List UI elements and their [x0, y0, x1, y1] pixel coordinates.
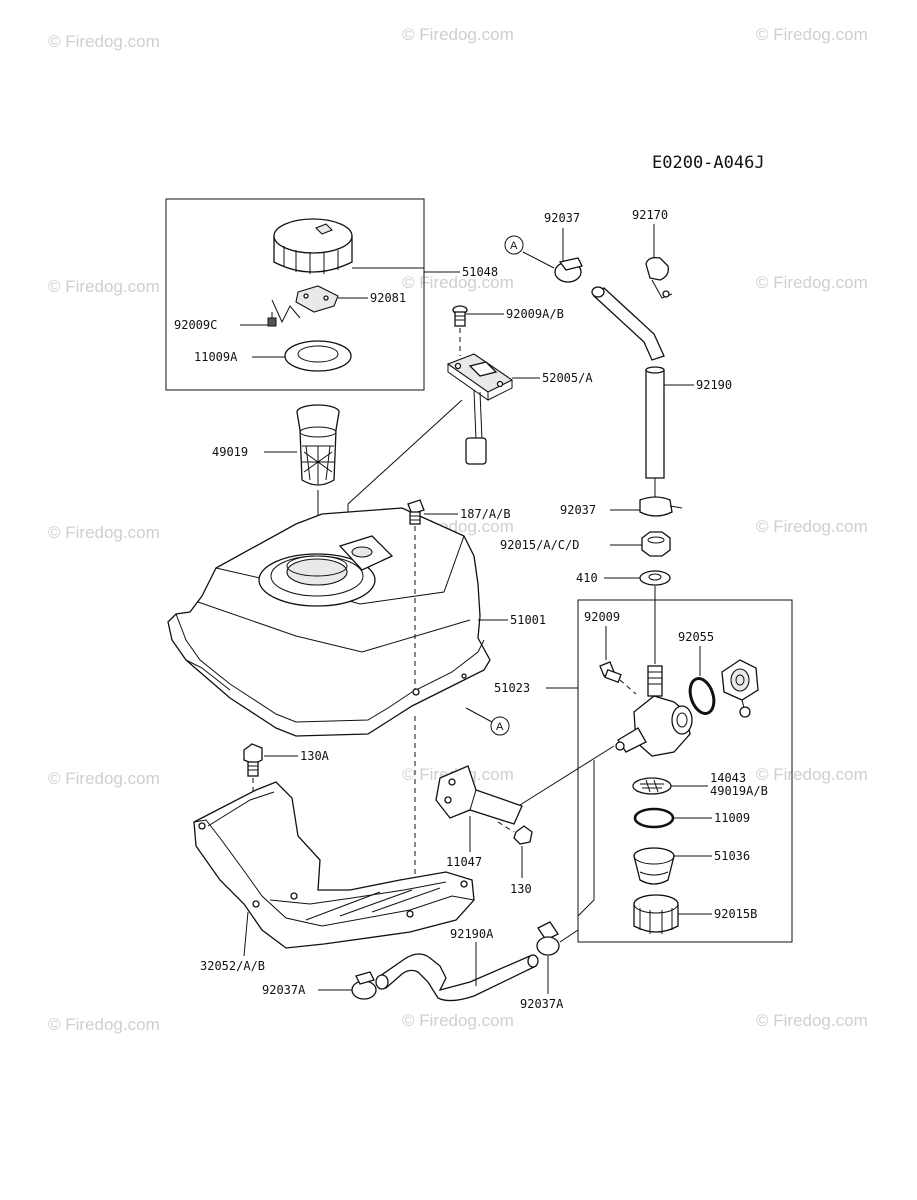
- o-ring-92055[interactable]: [686, 675, 718, 716]
- clamp-92037-mid[interactable]: [639, 496, 683, 517]
- gasket-plate-92081[interactable]: [271, 285, 339, 324]
- label-11009A: 11009A: [194, 350, 238, 364]
- watermark: © Firedog.com: [756, 25, 868, 44]
- gasket-11009A[interactable]: [284, 340, 352, 372]
- callout-marker: A: [496, 721, 504, 733]
- label-92170: 92170: [632, 208, 668, 222]
- washer-410[interactable]: [639, 570, 671, 586]
- bolt-187AB[interactable]: [407, 499, 425, 525]
- bracket-11047[interactable]: [435, 765, 523, 825]
- watermark: © Firedog.com: [402, 1011, 514, 1030]
- nut-130[interactable]: [513, 825, 533, 845]
- clamp-92170[interactable]: [645, 256, 673, 299]
- watermark: © Firedog.com: [48, 1015, 160, 1034]
- bolt-130A[interactable]: [243, 743, 263, 777]
- label-92009C: 92009C: [174, 318, 217, 332]
- label-92190A: 92190A: [450, 927, 494, 941]
- watermark: © Firedog.com: [756, 517, 868, 536]
- watermark: © Firedog.com: [48, 32, 160, 51]
- label-130A: 130A: [300, 749, 330, 763]
- label-92015B: 92015B: [714, 907, 757, 921]
- clamp-92037-top[interactable]: [554, 257, 583, 283]
- label-11047: 11047: [446, 855, 482, 869]
- label-410: 410: [576, 571, 598, 585]
- watermark: © Firedog.com: [48, 277, 160, 296]
- screw-92009C[interactable]: [267, 312, 277, 327]
- nut-92015ACD[interactable]: [641, 531, 671, 557]
- watermark: © Firedog.com: [756, 1011, 868, 1030]
- label-187AB: 187/A/B: [460, 507, 511, 521]
- label-92037A-left: 92037A: [262, 983, 306, 997]
- fuel-hose-92190[interactable]: [591, 286, 665, 479]
- watermarks: © Firedog.com © Firedog.com © Firedog.co…: [48, 25, 868, 1034]
- label-92015ACD: 92015/A/C/D: [500, 538, 579, 552]
- fuel-cap-group: 51048 92081 92009C 11009A: [165, 198, 498, 391]
- screw-92009[interactable]: [599, 661, 622, 683]
- clamp-92037A-left[interactable]: [351, 971, 377, 1000]
- label-32052AB: 32052/A/B: [200, 959, 265, 973]
- label-92081: 92081: [370, 291, 406, 305]
- label-51036: 51036: [714, 849, 750, 863]
- label-11009: 11009: [714, 811, 750, 825]
- label-92190: 92190: [696, 378, 732, 392]
- label-92037-top: 92037: [544, 211, 580, 225]
- watermark: © Firedog.com: [402, 273, 514, 292]
- callout-A-tank: A: [490, 716, 510, 736]
- gasket-11009[interactable]: [633, 807, 675, 829]
- label-92037-mid: 92037: [560, 503, 596, 517]
- callout-marker: A: [510, 240, 518, 252]
- label-92009AB: 92009A/B: [506, 307, 564, 321]
- diagram-code: E0200-A046J: [652, 153, 765, 173]
- sediment-cup-51036[interactable]: [633, 847, 675, 885]
- fuel-tank-51001[interactable]: [167, 507, 491, 737]
- base-plate-32052AB[interactable]: [193, 781, 475, 949]
- label-52005A: 52005/A: [542, 371, 593, 385]
- label-92009: 92009: [584, 610, 620, 624]
- label-51023: 51023: [494, 681, 530, 695]
- cup-nut-92015B[interactable]: [633, 894, 679, 934]
- watermark: © Firedog.com: [756, 765, 868, 784]
- label-92055: 92055: [678, 630, 714, 644]
- fuel-cock-51023[interactable]: [615, 665, 693, 757]
- callout-A-top: A: [504, 235, 524, 255]
- watermark: © Firedog.com: [48, 769, 160, 788]
- fuel-hose-92190A[interactable]: [375, 953, 539, 1002]
- watermark: © Firedog.com: [48, 523, 160, 542]
- label-92037A-right: 92037A: [520, 997, 564, 1011]
- clamp-92037A-right[interactable]: [536, 921, 560, 956]
- watermark: © Firedog.com: [402, 25, 514, 44]
- fuel-cock-lever[interactable]: [721, 659, 759, 718]
- fuel-strainer-49019[interactable]: [296, 404, 340, 486]
- label-130: 130: [510, 882, 532, 896]
- label-14043: 14043: [710, 771, 746, 785]
- fuel-gauge-52005A[interactable]: [446, 353, 514, 465]
- label-49019AB: 49019A/B: [710, 784, 768, 798]
- label-51048: 51048: [462, 265, 498, 279]
- fuel-cap-51048[interactable]: [273, 218, 353, 274]
- label-49019: 49019: [212, 445, 248, 459]
- filter-screen-14043[interactable]: [632, 777, 672, 795]
- label-51001: 51001: [510, 613, 546, 627]
- watermark: © Firedog.com: [756, 273, 868, 292]
- screw-92009AB[interactable]: [452, 305, 468, 327]
